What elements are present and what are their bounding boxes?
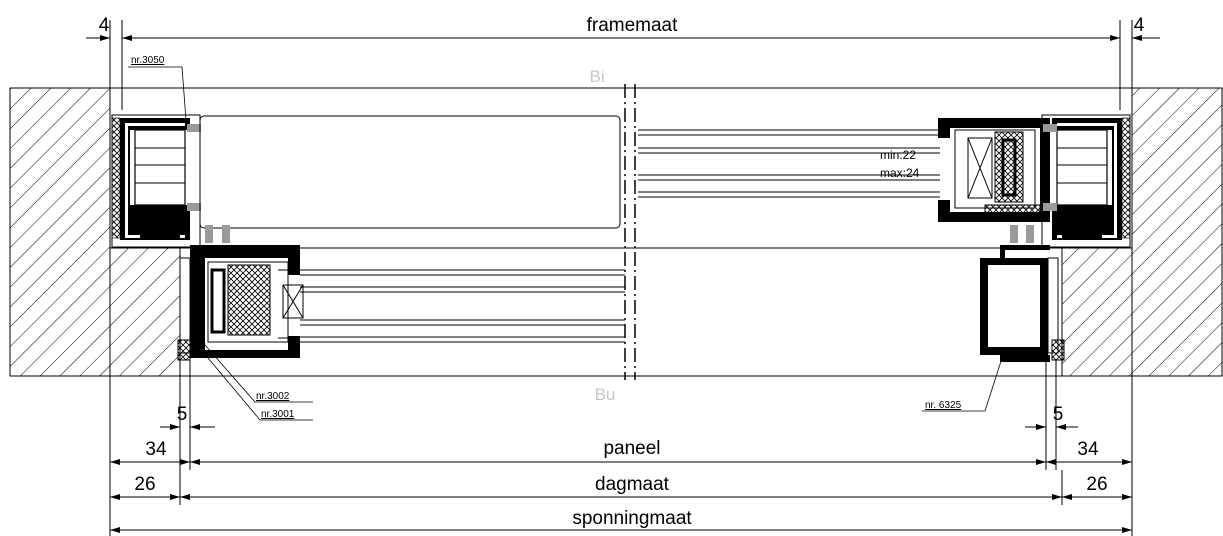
dimension-framemaat [86, 20, 1160, 110]
glass-lower-left [300, 269, 625, 343]
panel-profile-right [980, 225, 1065, 362]
frame-profile-left [111, 114, 201, 248]
label-5-left: 5 [177, 404, 188, 425]
dimension-dagmaat [110, 470, 1132, 505]
label-part-3002: nr.3002 [256, 391, 290, 402]
sash-profile-right [938, 118, 1050, 222]
label-26-left: 26 [134, 474, 155, 495]
callout-nr3050 [128, 66, 187, 121]
dimension-paneel [109, 376, 1133, 536]
label-sponningmaat: sponningmaat [572, 508, 692, 529]
label-paneel: paneel [603, 438, 660, 459]
label-outside: Bu [595, 385, 616, 404]
label-glass-min: min:22 [880, 148, 916, 162]
dimension-5-left [160, 360, 215, 470]
label-glass-max: max:24 [880, 166, 920, 180]
label-part-6325: nr. 6325 [925, 400, 962, 411]
label-framemaat: framemaat [587, 15, 679, 36]
sash-profile-left [177, 225, 304, 361]
label-34-left: 34 [145, 439, 167, 460]
callout-nr3002 [202, 344, 313, 421]
glass-upper-right [638, 129, 940, 198]
label-inside: Bi [589, 67, 604, 86]
label-gap-left: 4 [99, 15, 110, 36]
label-dagmaat: dagmaat [595, 474, 670, 495]
callout-nr6325 [922, 354, 1004, 412]
glass-upper-left [199, 115, 621, 229]
label-26-right: 26 [1086, 474, 1107, 495]
label-part-3050: nr.3050 [131, 55, 165, 66]
label-part-3001: nr.3001 [261, 409, 295, 420]
dimension-5-right [1025, 360, 1078, 470]
label-gap-right: 4 [1134, 15, 1145, 36]
wall-left [9, 87, 181, 377]
label-5-right: 5 [1053, 404, 1064, 425]
frame-profile-right [1041, 114, 1131, 248]
label-34-right: 34 [1077, 439, 1099, 460]
wall-right [1061, 87, 1223, 377]
break-lines [624, 84, 636, 380]
